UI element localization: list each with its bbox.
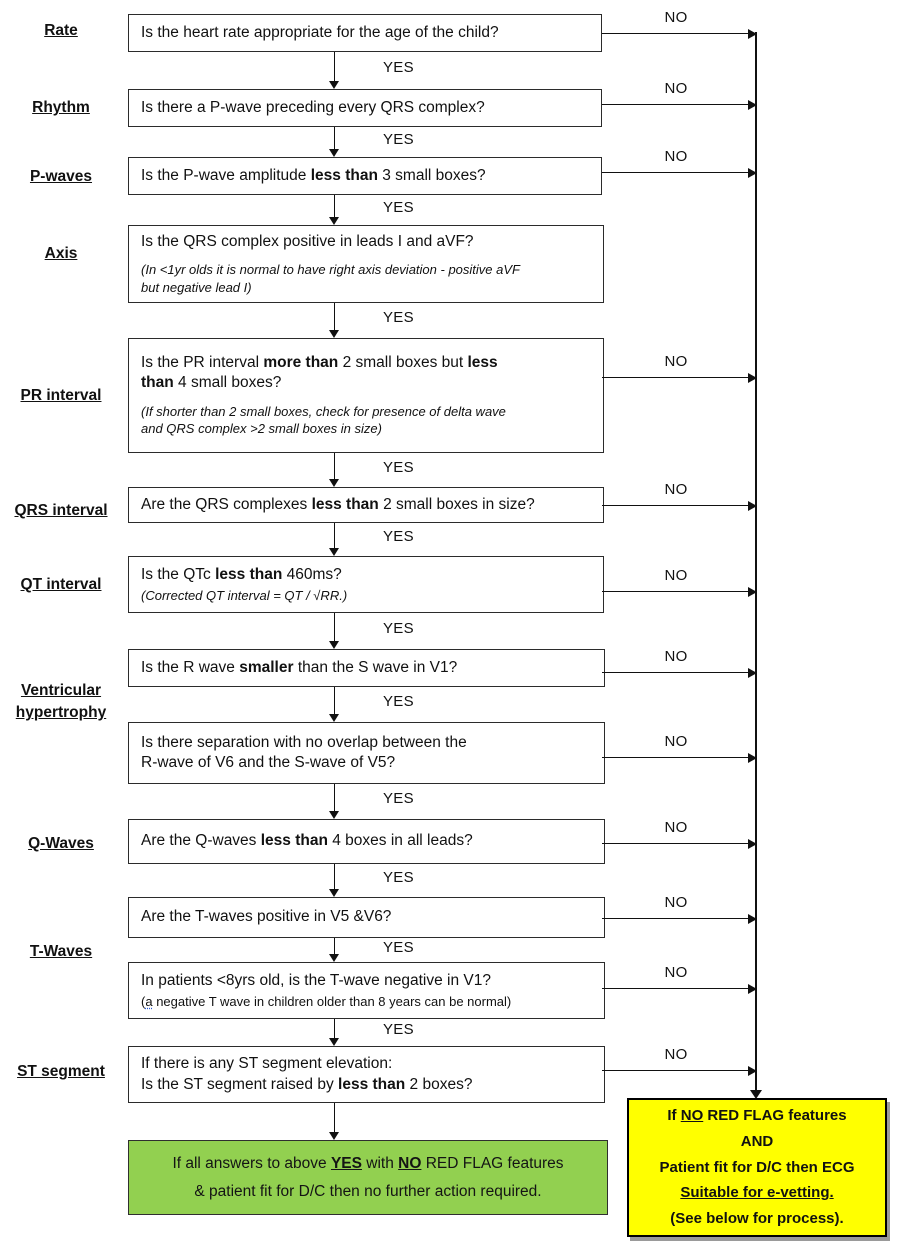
yes-label: YES — [383, 459, 414, 476]
no-label: NO — [664, 9, 688, 26]
yes-arrow-5 — [329, 453, 340, 487]
green-outcome-box: If all answers to above YES with NO RED … — [128, 1140, 608, 1215]
no-label: NO — [664, 964, 688, 981]
question-text: Is the QTc less than 460ms? — [141, 565, 342, 583]
question-text: Are the QRS complexes less than 2 small … — [141, 495, 535, 513]
flow-box-q-waves: Are the Q-waves less than 4 boxes in all… — [128, 819, 605, 864]
yes-label: YES — [383, 869, 414, 886]
no-arrow-9 — [602, 838, 757, 849]
flow-box-p-wave-amplitude: Is the P-wave amplitude less than 3 smal… — [128, 157, 602, 195]
no-arrow-11 — [602, 983, 757, 994]
green-outcome-text: If all answers to above YES with NO RED … — [172, 1154, 564, 1200]
question-note: (a negative T wave in children older tha… — [141, 993, 512, 1009]
flow-box-p-wave-rhythm: Is there a P-wave preceding every QRS co… — [128, 89, 602, 127]
no-label: NO — [664, 567, 688, 584]
no-arrow-5 — [602, 500, 757, 511]
flow-box-t-wave-negative-v1: In patients <8yrs old, is the T-wave neg… — [128, 962, 605, 1019]
question-text: Is the heart rate appropriate for the ag… — [141, 23, 499, 41]
category-qt-interval: QT interval — [20, 576, 102, 593]
yes-arrow-2 — [329, 127, 340, 157]
question-text: Is there a P-wave preceding every QRS co… — [141, 98, 485, 116]
no-arrow-2 — [602, 99, 757, 110]
question-note: (Corrected QT interval = QT / √RR.) — [141, 587, 348, 603]
no-trunk-line — [749, 32, 762, 1099]
flow-box-v5-v6-separation: Is there separation with no overlap betw… — [128, 722, 605, 784]
yes-label: YES — [383, 131, 414, 148]
question-note: (If shorter than 2 small boxes, check fo… — [141, 403, 506, 437]
flow-box-st-segment: If there is any ST segment elevation:Is … — [128, 1046, 605, 1103]
category-ventricular-hypertrophy: Ventricular hypertrophy — [15, 682, 107, 722]
yes-label: YES — [383, 790, 414, 807]
no-label: NO — [664, 481, 688, 498]
question-text: In patients <8yrs old, is the T-wave neg… — [141, 971, 491, 989]
flow-box-r-s-wave-v1: Is the R wave smaller than the S wave in… — [128, 649, 605, 687]
no-arrow-4 — [602, 372, 757, 383]
flow-box-heart-rate: Is the heart rate appropriate for the ag… — [128, 14, 602, 52]
question-note: (In <1yr olds it is normal to have right… — [141, 262, 520, 295]
no-label: NO — [664, 148, 688, 165]
category-t-waves: T-Waves — [29, 943, 93, 960]
yes-arrow-8 — [329, 687, 340, 722]
yes-arrow-4 — [329, 303, 340, 338]
no-arrow-10 — [602, 913, 757, 924]
yes-arrow-3 — [329, 195, 340, 225]
no-label: NO — [664, 353, 688, 370]
yes-arrow-10 — [329, 864, 340, 897]
no-arrow-7 — [602, 667, 757, 678]
flow-box-pr-interval: Is the PR interval more than 2 small box… — [128, 338, 604, 453]
flow-box-t-waves-positive: Are the T-waves positive in V5 &V6? — [128, 897, 605, 938]
category-st-segment: ST segment — [17, 1063, 105, 1080]
question-text: Are the Q-waves less than 4 boxes in all… — [141, 832, 473, 850]
question-text: Is the QRS complex positive in leads I a… — [141, 232, 474, 250]
category-qrs-interval: QRS interval — [14, 502, 108, 519]
yes-arrow-11 — [329, 938, 340, 962]
yes-label: YES — [383, 309, 414, 326]
no-label: NO — [664, 894, 688, 911]
no-arrow-12 — [602, 1065, 757, 1076]
question-text: Is the P-wave amplitude less than 3 smal… — [141, 166, 486, 184]
yes-label: YES — [383, 528, 414, 545]
no-label: NO — [664, 1046, 688, 1063]
no-arrow-1 — [602, 28, 757, 39]
question-text: Is the PR interval more than 2 small box… — [141, 354, 498, 392]
flow-box-qt-interval: Is the QTc less than 460ms? (Corrected Q… — [128, 556, 604, 613]
category-pr-interval: PR interval — [20, 387, 102, 404]
no-label: NO — [664, 648, 688, 665]
yes-arrow-9 — [329, 784, 340, 819]
yes-arrow-1 — [329, 52, 340, 89]
yes-label: YES — [383, 620, 414, 637]
yes-label: YES — [383, 59, 414, 76]
no-arrow-6 — [602, 586, 757, 597]
category-axis: Axis — [44, 245, 78, 262]
final-down-arrow — [329, 1103, 340, 1140]
question-text: Are the T-waves positive in V5 &V6? — [141, 908, 392, 926]
flow-box-axis: Is the QRS complex positive in leads I a… — [128, 225, 604, 303]
no-label: NO — [664, 733, 688, 750]
yes-arrow-6 — [329, 523, 340, 556]
yes-label: YES — [383, 939, 414, 956]
question-text: Is there separation with no overlap betw… — [141, 733, 467, 771]
no-arrow-3 — [602, 167, 757, 178]
no-label: NO — [664, 819, 688, 836]
yes-arrow-12 — [329, 1019, 340, 1046]
yes-label: YES — [383, 199, 414, 216]
no-arrow-8 — [602, 752, 757, 763]
category-rate: Rate — [44, 22, 78, 39]
category-rhythm: Rhythm — [32, 99, 90, 116]
no-label: NO — [664, 80, 688, 97]
question-text: Is the R wave smaller than the S wave in… — [141, 658, 458, 676]
yes-arrow-7 — [329, 613, 340, 649]
yes-label: YES — [383, 693, 414, 710]
question-text: If there is any ST segment elevation:Is … — [141, 1055, 473, 1093]
category-p-waves: P-waves — [29, 168, 93, 185]
yes-label: YES — [383, 1021, 414, 1038]
flow-box-qrs-interval: Are the QRS complexes less than 2 small … — [128, 487, 604, 523]
category-q-waves: Q-Waves — [28, 835, 94, 852]
